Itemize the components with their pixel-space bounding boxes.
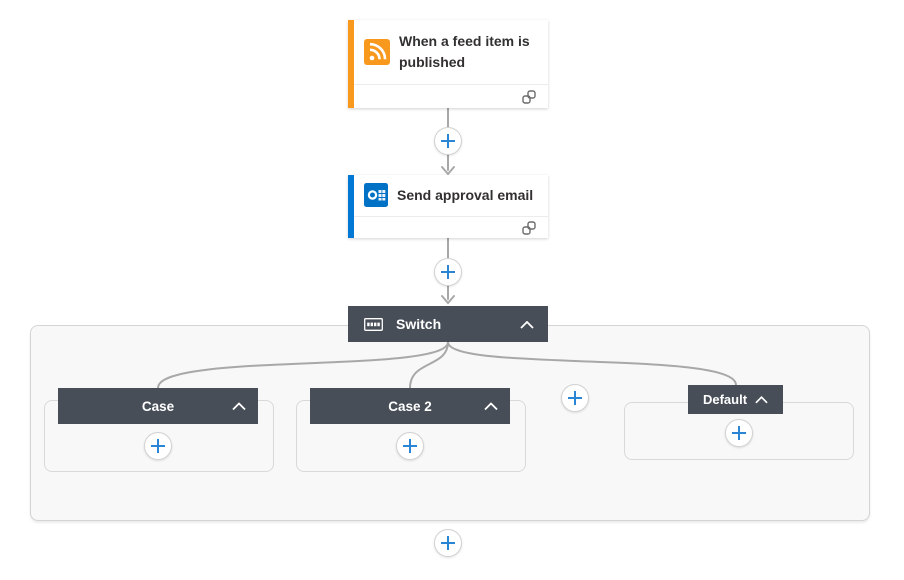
trigger-accent-bar xyxy=(348,20,354,108)
chevron-up-icon[interactable] xyxy=(232,399,246,414)
case2-branch-header[interactable]: Case 2 xyxy=(310,388,510,424)
case2-label: Case 2 xyxy=(388,398,432,414)
new-step-button[interactable] xyxy=(434,529,462,557)
chevron-up-icon[interactable] xyxy=(755,392,768,407)
case-label: Case xyxy=(141,398,175,414)
trigger-card[interactable]: When a feed item is published xyxy=(348,20,548,108)
add-action-case2-button[interactable] xyxy=(396,432,424,460)
default-branch-header[interactable]: Default xyxy=(688,385,783,414)
switch-step-header[interactable]: Switch xyxy=(348,306,548,342)
trigger-title: When a feed item is published xyxy=(399,32,530,70)
action-card[interactable]: Send approval email xyxy=(348,175,548,238)
insert-step-button-2[interactable] xyxy=(434,258,462,286)
action-title: Send approval email xyxy=(397,186,534,203)
connection-link-icon[interactable] xyxy=(522,220,536,235)
chevron-up-icon[interactable] xyxy=(484,399,498,414)
default-label: Default xyxy=(702,392,748,407)
chevron-up-icon[interactable] xyxy=(520,317,534,332)
outlook-icon xyxy=(364,183,388,207)
add-action-case-button[interactable] xyxy=(144,432,172,460)
insert-step-button-1[interactable] xyxy=(434,127,462,155)
connection-link-icon[interactable] xyxy=(522,89,536,104)
action-accent-bar xyxy=(348,175,354,238)
case-branch-header[interactable]: Case xyxy=(58,388,258,424)
add-case-button[interactable] xyxy=(561,384,589,412)
switch-label: Switch xyxy=(396,316,442,332)
add-action-default-button[interactable] xyxy=(725,419,753,447)
switch-icon xyxy=(364,317,383,331)
rss-icon xyxy=(364,38,390,65)
